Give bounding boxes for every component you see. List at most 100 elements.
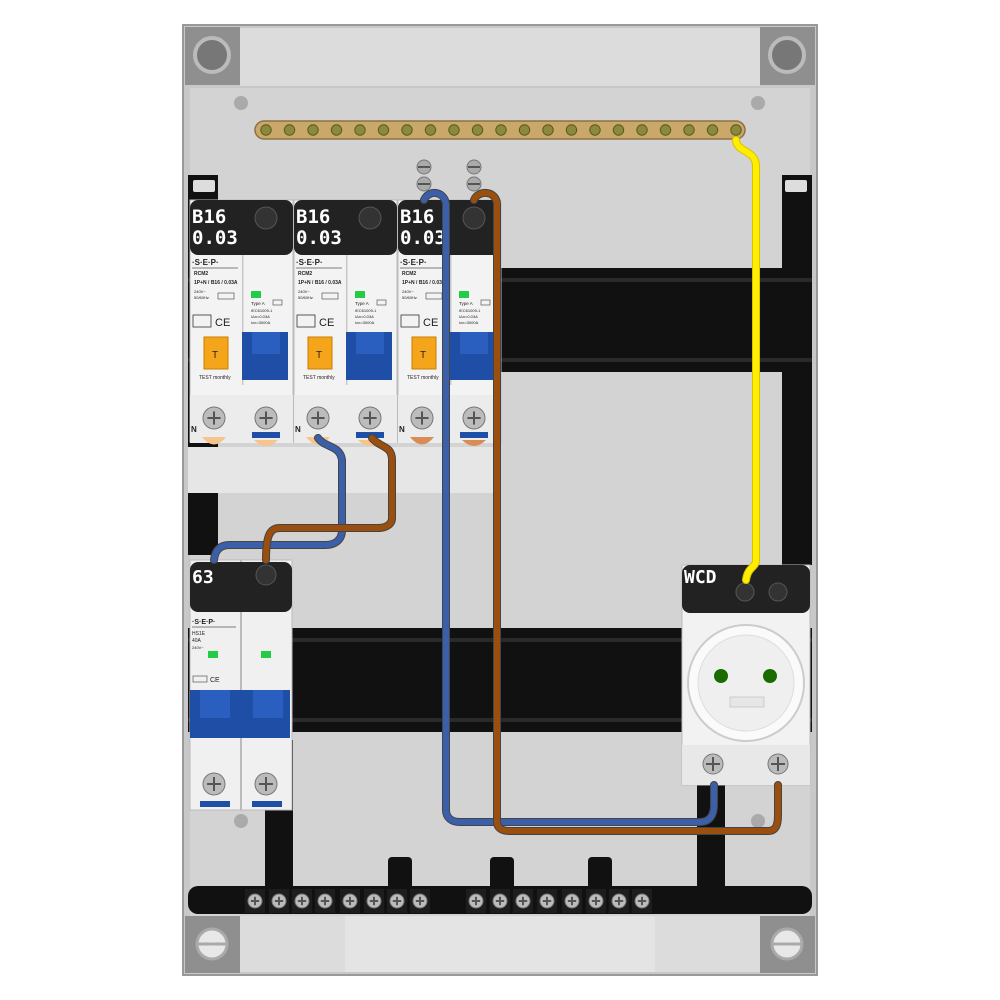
rcbo-indicator: [459, 291, 469, 298]
rcbo-icn: Icn=3000A: [459, 320, 479, 325]
rcbo-symbol: [480, 299, 491, 306]
rcbo-indicator: [355, 291, 365, 298]
rcbo-rating: B16: [296, 206, 330, 228]
earth-terminal: [401, 124, 413, 136]
rcbo-bottom-screw-l: [254, 406, 278, 430]
rcbo-rating: B16: [192, 206, 226, 228]
earth-terminal: [283, 124, 296, 136]
socket-top-screw: [768, 582, 788, 602]
wire-brown-socket-feed: [471, 190, 781, 834]
rcbo-neutral-mark: N: [399, 425, 405, 434]
neutral-terminal-screw: [389, 893, 405, 909]
socket-outlet[interactable]: WCD: [681, 564, 811, 786]
neutral-terminal-screw: [611, 893, 627, 909]
rcbo-symbol: [272, 299, 283, 306]
isolator-indicator-left: [208, 651, 218, 658]
corner-mount-top-left: [185, 27, 240, 85]
test-button-glyph: T: [420, 350, 426, 361]
earth-terminal: [377, 124, 390, 136]
neutral-terminal-screw: [515, 893, 531, 909]
wire-brown-rcbo-isolator: [263, 435, 395, 563]
isolator-indicator-right: [261, 651, 271, 658]
mounting-hole: [751, 96, 765, 110]
kema-mark: [400, 314, 420, 328]
isolator-volt: 240V~: [192, 645, 204, 650]
isolator-rating: 63: [192, 567, 214, 588]
socket-pin-hole: [763, 669, 777, 683]
ce-mark: CE: [319, 317, 334, 329]
neutral-terminal-screw: [317, 893, 333, 909]
rcbo-rating: B16: [400, 206, 434, 228]
earth-terminal: [495, 124, 507, 136]
rcbo-icn: Icn=3000A: [251, 320, 271, 325]
test-button-glyph: T: [212, 350, 218, 361]
rcbo-brand: ·S·E·P·: [192, 258, 219, 267]
isolator-model: HS1E: [192, 631, 206, 637]
test-button[interactable]: [307, 336, 333, 370]
rcbo-neutral-mark: N: [295, 425, 301, 434]
corner-mount-bottom-right: [760, 916, 815, 973]
rcbo-top-screw: [358, 206, 382, 230]
rcbo-icn: Icn=3000A: [355, 320, 375, 325]
rcbo-brand: ·S·E·P·: [400, 258, 427, 267]
rcbo-type: Type A: [251, 301, 265, 306]
rcbo-bottom-screw-l: [358, 406, 382, 430]
earth-busbar: [254, 120, 746, 140]
rcbo-volt: 240V~: [402, 289, 414, 294]
rcbo-test-label: TEST monthly: [303, 375, 335, 381]
neutral-terminal-screw: [468, 893, 484, 909]
rcbo-model: RCM2: [298, 271, 312, 277]
rcbo-freq: 50/60Hz: [298, 295, 313, 300]
neutral-terminal-screw: [366, 893, 382, 909]
earth-terminal: [307, 124, 319, 136]
rcbo-sensitivity: 0.03: [192, 227, 238, 249]
earth-terminal: [636, 124, 648, 136]
earth-terminal: [659, 124, 672, 136]
neutral-terminal-screw: [634, 893, 650, 909]
feed-screw-posts: [416, 159, 482, 192]
earth-terminal: [542, 124, 554, 136]
rcbo-top-screw: [462, 206, 486, 230]
earth-terminal: [354, 124, 366, 136]
isolator-top-screw: [255, 564, 277, 586]
comb-finger: [202, 437, 226, 445]
rcbo-bottom-screw-n: [306, 406, 330, 430]
socket-pin-hole: [714, 669, 728, 683]
rcbo-spec: 1P+N / B16 / 0.03A: [194, 280, 238, 286]
rcbo-indicator: [251, 291, 261, 298]
bottom-cover-center: [345, 916, 655, 972]
rcbo-neutral-mark: N: [191, 425, 197, 434]
earth-terminal: [730, 124, 742, 136]
rcbo-test-label: TEST monthly: [199, 375, 231, 381]
wire-blue-socket-feed: [421, 190, 717, 825]
rcbo-idn: IΔn=0.03A: [355, 314, 374, 319]
top-cover: [240, 28, 760, 86]
rcbo-sensitivity: 0.03: [400, 227, 446, 249]
rcbo-type: Type A: [459, 301, 473, 306]
socket-earth-clip: [729, 696, 765, 708]
rcbo-sensitivity: 0.03: [296, 227, 342, 249]
rcbo-brand: ·S·E·P·: [296, 258, 323, 267]
neutral-terminal-screw: [271, 893, 287, 909]
neutral-terminal-screw: [412, 893, 428, 909]
main-isolator[interactable]: 63 ·S·E·P· HS1E 40A 240V~ CE: [189, 559, 293, 811]
rcbo-std: IEC61009-1: [355, 308, 377, 313]
rcbo-bottom-screw-l: [462, 406, 486, 430]
test-button[interactable]: [203, 336, 229, 370]
rcbo-symbol: [376, 299, 387, 306]
rcbo-volt: 240V~: [298, 289, 310, 294]
ce-mark: CE: [215, 317, 230, 329]
wiring: [210, 136, 782, 835]
rcbo-idn: IΔn=0.03A: [459, 314, 478, 319]
rcbo-std: IEC61009-1: [459, 308, 481, 313]
rcbo-freq: 50/60Hz: [402, 295, 417, 300]
test-button[interactable]: [411, 336, 437, 370]
wire-blue-rcbo-isolator: [211, 435, 345, 563]
rcbo-model: RCM2: [194, 271, 208, 277]
test-button-glyph: T: [316, 350, 322, 361]
earth-terminal: [424, 124, 437, 136]
ce-mark: CE: [423, 317, 438, 329]
cert-mark: [192, 675, 208, 683]
